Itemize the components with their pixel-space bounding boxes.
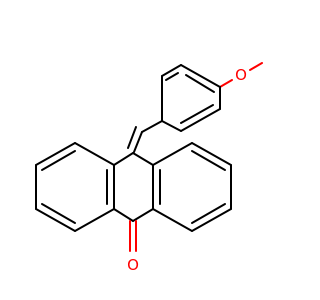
ring-bond <box>180 64 221 88</box>
ring-double-bond <box>191 150 226 171</box>
ring-double-bond <box>185 74 215 93</box>
ether-bond <box>219 79 233 88</box>
ring-bond <box>74 142 115 166</box>
ring-bond <box>161 64 182 77</box>
methoxy-oxygen-label: O <box>235 66 247 84</box>
ring-bond <box>132 208 154 222</box>
ring-bond <box>132 152 154 166</box>
ring-bond <box>152 208 193 232</box>
benzylic-bond <box>141 120 163 133</box>
alkene-bond <box>127 126 137 149</box>
ring-bond <box>161 120 182 132</box>
bond-layer <box>35 62 263 252</box>
ring-bond <box>180 108 221 132</box>
methyl-bond <box>249 62 263 71</box>
ring-bond <box>113 152 134 166</box>
alkene-bond <box>133 131 143 153</box>
molecule-structure-diagram: O O <box>35 62 263 274</box>
ring-double-bond <box>41 203 76 224</box>
ring-bond <box>74 208 115 232</box>
ring-bond <box>152 142 193 166</box>
ring-bond <box>113 208 134 222</box>
ring-double-bond <box>165 72 179 81</box>
ring-bond <box>35 142 76 166</box>
atom-label-layer: O O <box>127 66 247 274</box>
ring-bond <box>35 208 76 232</box>
ring-bond <box>191 208 232 232</box>
ring-bond <box>191 142 232 166</box>
ring-double-bond <box>180 104 214 124</box>
carbonyl-oxygen-label: O <box>127 256 139 274</box>
ring-double-bond <box>41 150 76 171</box>
ring-double-bond <box>191 203 226 224</box>
